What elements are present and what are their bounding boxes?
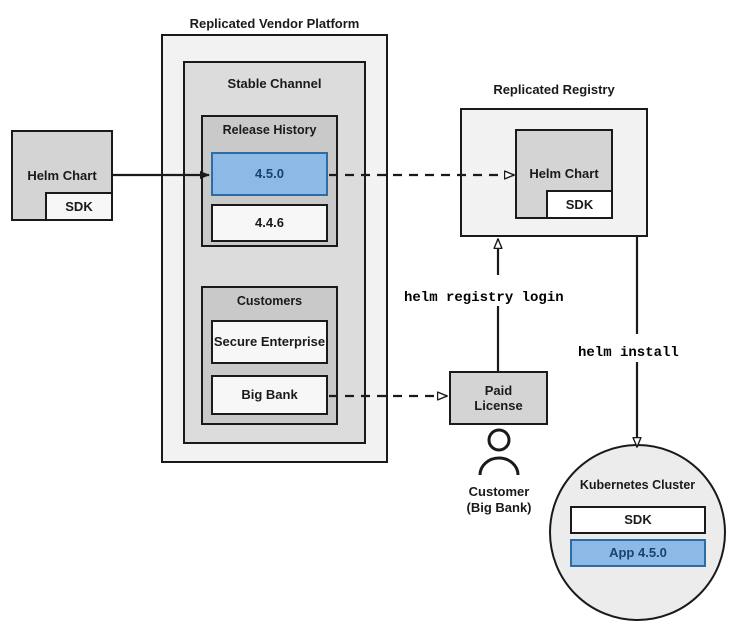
customer-item-secure-enterprise[interactable]: Secure Enterprise [211,320,328,364]
release-item-4-4-6[interactable]: 4.4.6 [211,204,328,242]
registry-helm-chart-label: Helm Chart [529,166,599,181]
customer-item-big-bank[interactable]: Big Bank [211,375,328,415]
release-item-label: 4.5.0 [255,166,284,182]
kubernetes-cluster-title: Kubernetes Cluster [579,478,696,492]
customer-item-label: Secure Enterprise [213,334,326,350]
registry-sdk-label: SDK [565,196,594,212]
paid-license-line2: License [474,398,523,413]
cluster-item-app[interactable]: App 4.5.0 [570,539,706,567]
stable-channel-title: Stable Channel [227,76,322,91]
command-helm-install: helm install [578,345,679,361]
release-item-4-5-0[interactable]: 4.5.0 [211,152,328,196]
cluster-item-label: SDK [624,512,652,528]
customer-actor-icon [478,428,520,476]
customers-title: Customers [236,294,303,308]
command-helm-registry-login: helm registry login [404,290,564,306]
paid-license-line1: Paid [484,382,513,398]
source-sdk-box[interactable]: SDK [45,192,113,221]
source-helm-chart-label: Helm Chart [27,168,97,183]
cluster-item-sdk[interactable]: SDK [570,506,706,534]
cluster-item-label: App 4.5.0 [609,545,667,561]
registry-sdk-box[interactable]: SDK [546,190,613,219]
source-sdk-label: SDK [65,198,93,214]
replicated-registry-title: Replicated Registry [493,82,615,97]
paid-license-box[interactable]: Paid License [449,371,548,425]
customer-actor-line2: (Big Bank) [466,500,532,515]
customer-actor-line1: Customer [468,484,530,499]
vendor-platform-title: Replicated Vendor Platform [189,16,360,31]
release-history-title: Release History [222,123,317,137]
release-item-label: 4.4.6 [255,215,284,231]
customer-item-label: Big Bank [241,387,298,403]
